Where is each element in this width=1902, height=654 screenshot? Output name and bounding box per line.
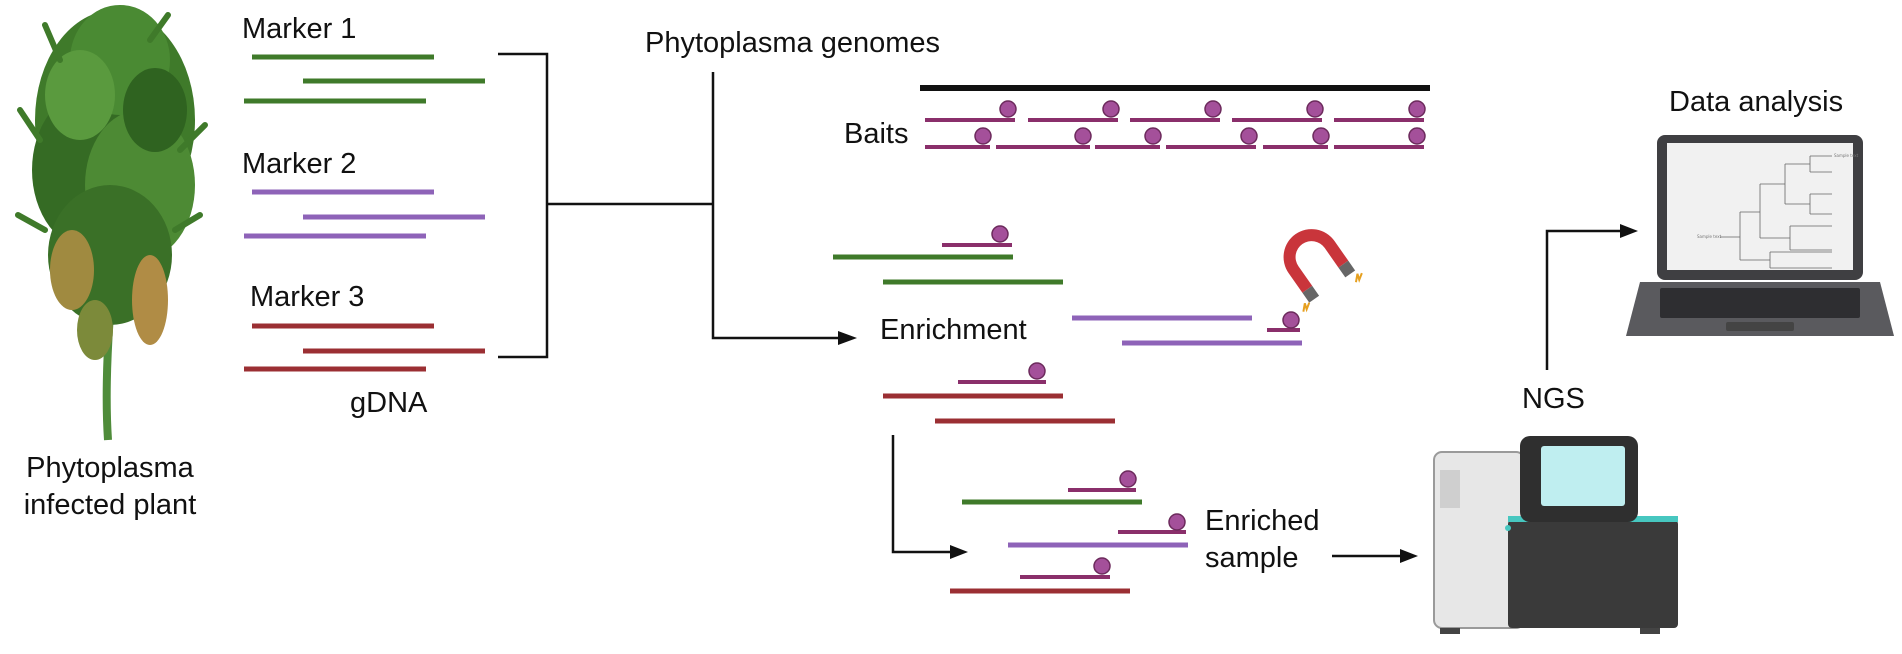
- arrow-to-sequencer: [1400, 549, 1418, 563]
- capture-green: [833, 225, 1063, 285]
- marker-2-strands: [244, 189, 485, 239]
- arrow-to-enriched: [950, 545, 968, 559]
- analysis-title: Data analysis: [1669, 86, 1843, 118]
- tree-root-label: Sample text: [1697, 234, 1722, 239]
- enriched-label-line1: Enriched: [1205, 505, 1319, 537]
- marker-1-label: Marker 1: [242, 13, 356, 45]
- enriched-branch-line: [891, 435, 950, 554]
- plant-photo: [15, 5, 208, 441]
- marker-1-strands: [244, 54, 485, 104]
- enriched-strands: [950, 470, 1188, 594]
- arrow-to-enrichment: [838, 331, 857, 345]
- marker-2-label: Marker 2: [242, 148, 356, 180]
- gdna-label: gDNA: [350, 387, 428, 419]
- bait-row-2: [925, 127, 1426, 149]
- magnet-icon: [1283, 229, 1363, 313]
- capture-red: [883, 362, 1115, 424]
- sequencer-icon: [1433, 436, 1678, 634]
- genomes-title: Phytoplasma genomes: [645, 27, 940, 59]
- phylogenetic-tree: [1720, 155, 1832, 269]
- enriched-label-line2: sample: [1205, 542, 1299, 574]
- marker-3-strands: [244, 323, 485, 372]
- capture-purple: [1072, 311, 1302, 346]
- arrow-to-laptop: [1620, 224, 1638, 238]
- baits-label: Baits: [844, 118, 908, 150]
- genomes-branch-line: [711, 72, 840, 340]
- laptop-icon: Sample text Sample text: [1626, 135, 1894, 336]
- ngs-label: NGS: [1522, 383, 1585, 415]
- marker-3-label: Marker 3: [250, 281, 364, 313]
- plant-label-line1: Phytoplasma: [26, 452, 195, 484]
- enrichment-label: Enrichment: [880, 314, 1027, 346]
- marker-bracket: [498, 52, 713, 359]
- ngs-to-analysis-line: [1545, 229, 1620, 370]
- plant-label-line2: infected plant: [24, 489, 197, 521]
- bait-row-1: [925, 100, 1426, 122]
- tree-tip-label: Sample text: [1834, 153, 1859, 158]
